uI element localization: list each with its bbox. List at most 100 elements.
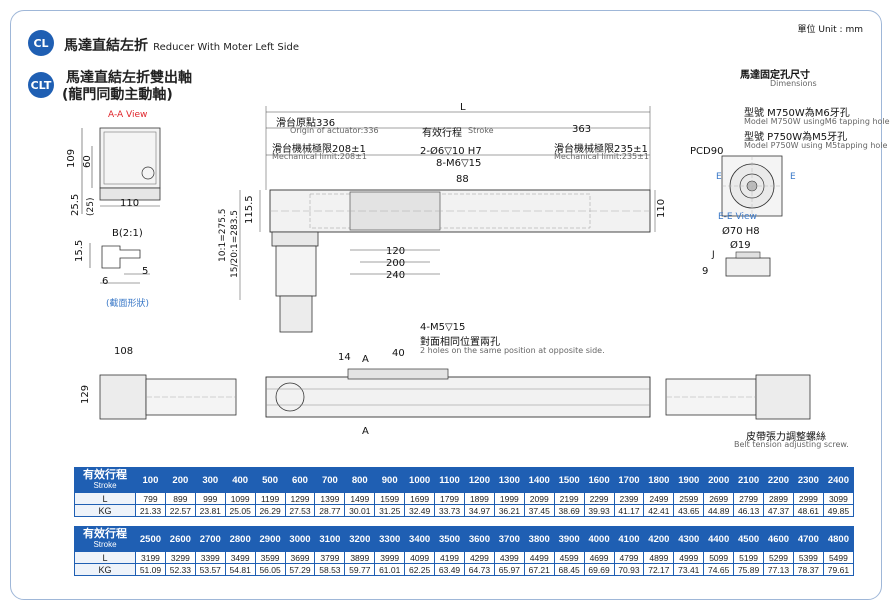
block1-strokes-cell: 600 bbox=[284, 467, 316, 493]
block2-strokes-cell: 4500 bbox=[733, 526, 765, 552]
spec2-KG-label: KG bbox=[74, 563, 136, 576]
block2-L-cell: 4499 bbox=[523, 551, 555, 564]
dim-15-5: 15.5 bbox=[74, 239, 85, 262]
block1-strokes-cell: 500 bbox=[254, 467, 286, 493]
block1-KG-cell: 21.33 bbox=[135, 504, 166, 517]
block1-KG-cell: 46.13 bbox=[733, 504, 765, 517]
block1-L-cell: 2299 bbox=[583, 492, 615, 505]
p750-zh: 型號 P750W為M5牙孔 bbox=[744, 132, 848, 143]
block2-L-cell: 4599 bbox=[553, 551, 585, 564]
block1-L-cell: 2399 bbox=[613, 492, 645, 505]
block2-KG-cell: 77.13 bbox=[763, 563, 794, 576]
spec2-header-en: Stroke bbox=[93, 540, 117, 549]
block1-KG-cell: 42.41 bbox=[643, 504, 675, 517]
block1-strokes-cell: 1000 bbox=[404, 467, 436, 493]
block2-L-cell: 5499 bbox=[822, 551, 855, 564]
block1-strokes-cell: 1300 bbox=[493, 467, 525, 493]
e-mark-right: E bbox=[790, 172, 796, 182]
m750-en: Model M750W usingM6 tapping hole bbox=[744, 117, 890, 126]
block2-L-cell: 3299 bbox=[164, 551, 196, 564]
block1-L-cell: 2699 bbox=[703, 492, 735, 505]
block2-L-cell: 5099 bbox=[703, 551, 735, 564]
dim-60: 60 bbox=[82, 155, 93, 168]
block1-L-cell: 999 bbox=[194, 492, 226, 505]
dim-110-right: 110 bbox=[656, 198, 667, 218]
block1-KG-cell: 27.53 bbox=[284, 504, 316, 517]
block1-strokes-cell: 1100 bbox=[434, 467, 465, 493]
block1-strokes-cell: 2100 bbox=[733, 467, 765, 493]
block2-strokes-cell: 4800 bbox=[822, 526, 855, 552]
dim-6: 6 bbox=[102, 276, 109, 287]
holes-en: 2 holes on the same position at opposite… bbox=[420, 346, 605, 355]
block2-L-cell: 3799 bbox=[314, 551, 346, 564]
ratio-10: 10:1=275.5 bbox=[218, 208, 228, 262]
block1-strokes-cell: 1200 bbox=[463, 467, 495, 493]
block2-strokes-cell: 2600 bbox=[164, 526, 196, 552]
dim-40: 40 bbox=[392, 348, 405, 359]
block1-KG-cell: 41.17 bbox=[613, 504, 645, 517]
block2-strokes-cell: 2900 bbox=[254, 526, 286, 552]
block2-KG-cell: 54.81 bbox=[224, 563, 256, 576]
block1-L-cell: 2999 bbox=[792, 492, 824, 505]
mech-right-en: Mechanical limit:235±1 bbox=[554, 152, 649, 161]
cl-title: 馬達直結左折 Reducer With Moter Left Side bbox=[64, 35, 299, 55]
block2-KG-cell: 68.45 bbox=[553, 563, 585, 576]
block1-L-cell: 1299 bbox=[284, 492, 316, 505]
block2-strokes-cell: 4100 bbox=[613, 526, 645, 552]
cl-badge: CL bbox=[28, 30, 54, 56]
block2-strokes-cell: 3700 bbox=[493, 526, 525, 552]
block2-L-cell: 4799 bbox=[613, 551, 645, 564]
block2-L-cell: 3699 bbox=[284, 551, 316, 564]
block2-KG-cell: 70.93 bbox=[613, 563, 645, 576]
a-mark-top: A bbox=[362, 354, 369, 365]
block2-KG-cell: 65.97 bbox=[493, 563, 525, 576]
clt-title-zh: 馬達直結左折雙出軸 bbox=[66, 70, 192, 86]
block1-strokes-cell: 200 bbox=[164, 467, 196, 493]
dim-b21: B(2:1) bbox=[112, 228, 143, 239]
dim-363: 363 bbox=[572, 124, 592, 135]
rv-title-zh: 馬達固定孔尺寸 bbox=[740, 70, 810, 81]
block1-strokes-cell: 700 bbox=[314, 467, 346, 493]
block2-strokes-cell: 4700 bbox=[792, 526, 824, 552]
block1-strokes-cell: 400 bbox=[224, 467, 256, 493]
block2-KG-cell: 59.77 bbox=[344, 563, 376, 576]
dim-25: (25) bbox=[86, 197, 96, 216]
block2-KG-cell: 62.25 bbox=[404, 563, 436, 576]
block2-strokes-cell: 2800 bbox=[224, 526, 256, 552]
holes-m6: 8-M6▽15 bbox=[436, 158, 482, 169]
block2-L-cell: 5199 bbox=[733, 551, 765, 564]
block2-L-cell: 3599 bbox=[254, 551, 286, 564]
block1-KG-cell: 44.89 bbox=[703, 504, 735, 517]
belt-en: Belt tension adjusting screw. bbox=[734, 440, 849, 449]
holes-h7: 2-Ø6▽10 H7 bbox=[420, 146, 482, 157]
block2-strokes-cell: 3200 bbox=[344, 526, 376, 552]
block1-strokes-cell: 1600 bbox=[583, 467, 615, 493]
block1-KG-cell: 28.77 bbox=[314, 504, 346, 517]
block2-L-cell: 4699 bbox=[583, 551, 615, 564]
block2-strokes-cell: 4300 bbox=[673, 526, 705, 552]
block2-KG-cell: 72.17 bbox=[643, 563, 675, 576]
block2-strokes-cell: 3000 bbox=[284, 526, 316, 552]
spec2-header-zh: 有效行程 bbox=[83, 528, 127, 540]
block2-KG-cell: 63.49 bbox=[434, 563, 465, 576]
aa-view-label: A-A View bbox=[108, 110, 148, 120]
dim-14: 14 bbox=[338, 352, 351, 363]
block1-strokes-cell: 300 bbox=[194, 467, 226, 493]
origin-zh: 滑台原點336 bbox=[276, 118, 336, 129]
block1-KG-cell: 37.45 bbox=[523, 504, 555, 517]
block1-L-cell: 2899 bbox=[763, 492, 794, 505]
block2-KG-cell: 73.41 bbox=[673, 563, 705, 576]
block2-strokes-cell: 4400 bbox=[703, 526, 735, 552]
block2-strokes-cell: 3900 bbox=[553, 526, 585, 552]
block1-L-cell: 2599 bbox=[673, 492, 705, 505]
dim-240: 240 bbox=[386, 270, 406, 281]
block1-KG-cell: 49.85 bbox=[822, 504, 855, 517]
block2-KG-cell: 53.57 bbox=[194, 563, 226, 576]
block1-strokes-cell: 100 bbox=[135, 467, 166, 493]
pcd90: PCD90 bbox=[690, 146, 724, 157]
block2-L-cell: 3899 bbox=[344, 551, 376, 564]
block2-L-cell: 3499 bbox=[224, 551, 256, 564]
dim-L: L bbox=[460, 102, 466, 113]
spec2-L-label: L bbox=[74, 551, 136, 564]
